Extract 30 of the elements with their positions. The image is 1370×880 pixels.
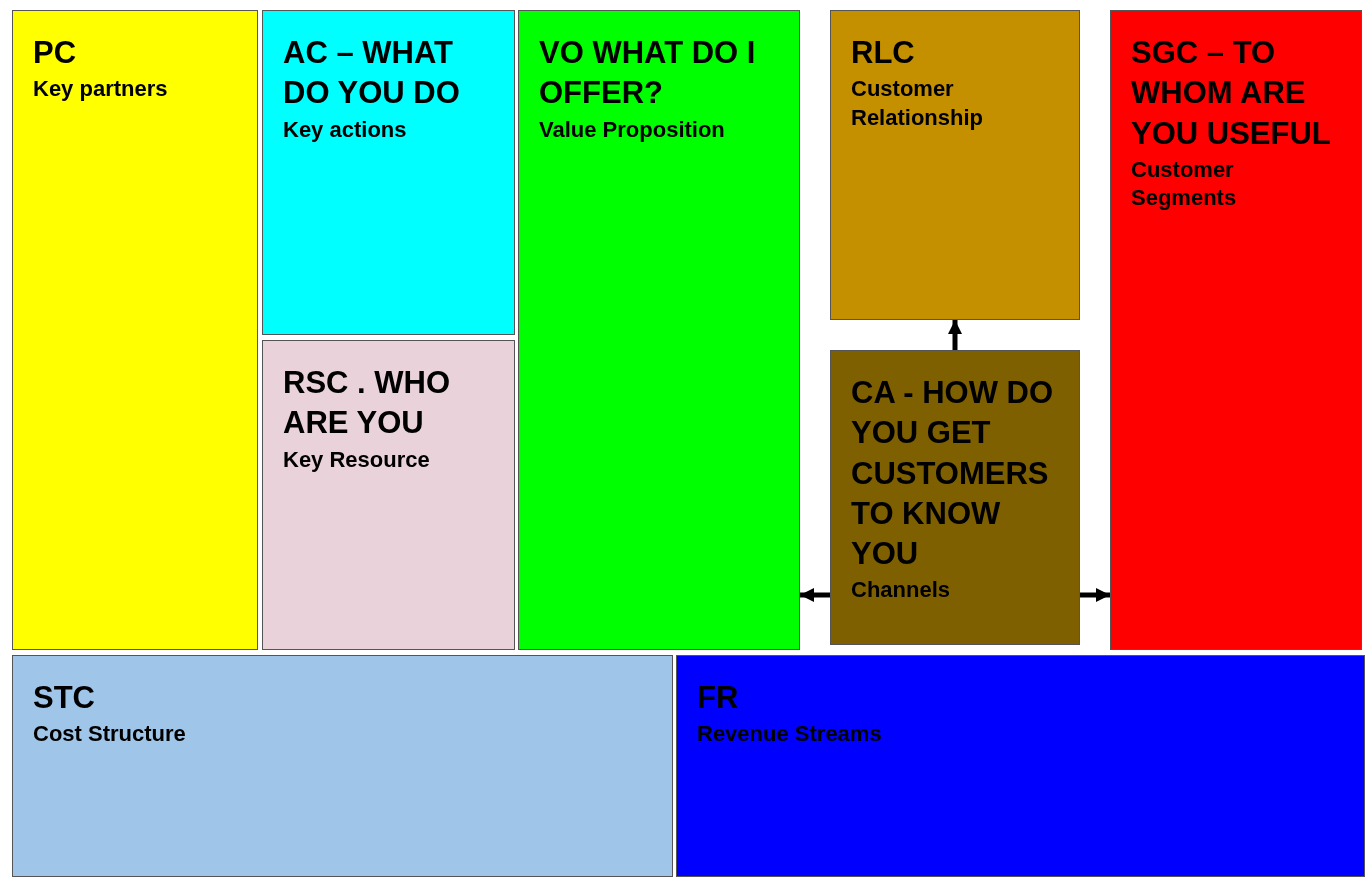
block-subtitle: Revenue Streams [697,720,883,749]
canvas-block [830,10,1080,320]
block-heading: PC [33,34,78,72]
canvas-block [676,655,1365,877]
canvas-block [262,10,515,335]
canvas-block [12,10,258,650]
canvas-block [262,340,515,650]
block-subtitle: Key partners [33,75,169,104]
block-subtitle: Value Proposition [539,115,726,144]
block-heading: AC – WHAT DO YOU DO [283,34,461,113]
block-heading: VO WHAT DO I OFFER? [539,34,757,113]
arrow [800,588,830,602]
block-heading: SGC – TO WHOM ARE YOU USEFUL [1131,34,1332,153]
block-heading: RLC [851,34,916,72]
block-heading: STC [33,679,96,717]
canvas-block [1110,10,1362,650]
canvas-block [830,350,1080,645]
block-subtitle: Key actions [283,115,408,144]
canvas-block [12,655,673,877]
block-heading: FR [697,679,740,717]
block-subtitle: Customer Segments [1131,155,1238,213]
block-subtitle: Key Resource [283,445,431,474]
arrow [1080,588,1110,602]
block-subtitle: Channels [851,576,952,605]
canvas-block [518,10,800,650]
block-subtitle: Customer Relationship [851,75,984,132]
block-subtitle: Cost Structure [33,720,187,749]
block-heading: RSC . WHO ARE YOU [283,364,452,443]
arrow [948,320,962,350]
block-heading: CA - HOW DO YOU GET CUSTOMERS TO KNOW YOU [851,374,1055,574]
